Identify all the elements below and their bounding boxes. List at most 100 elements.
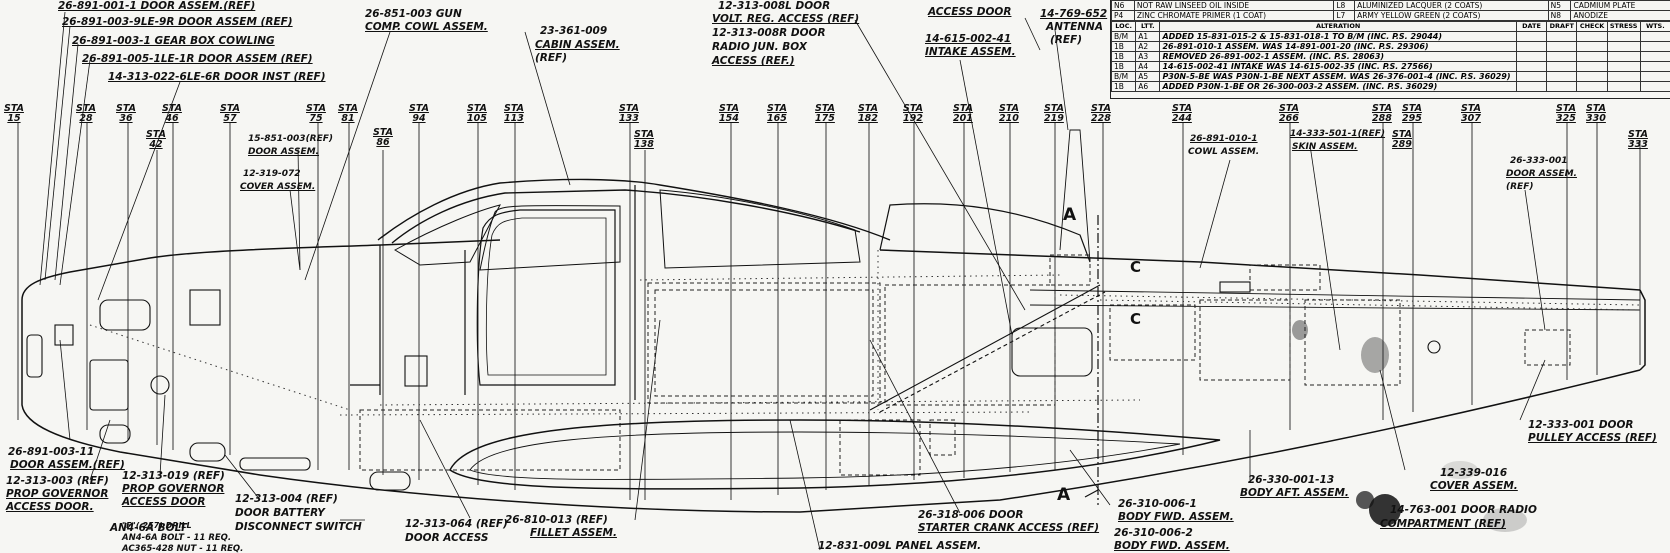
- alteration-cell: [1639, 41, 1670, 52]
- section-cut: [1084, 215, 1099, 505]
- finish-cell: ALUMINIZED LACQUER (2 COATS): [1354, 0, 1549, 11]
- finish-cell: ANODIZE: [1570, 10, 1670, 21]
- callout-label: 26-310-006-2: [1114, 527, 1193, 539]
- callout-label: BODY FWD. ASSEM.: [1114, 540, 1230, 552]
- callout-label: 12-313-008L DOOR: [718, 0, 831, 12]
- callout-label: ANTENNA: [1046, 21, 1103, 33]
- callout-label: DISCONNECT SWITCH: [235, 521, 362, 533]
- alteration-text: P30N-5-BE WAS P30N-1-BE NEXT ASSEM. WAS …: [1159, 71, 1517, 82]
- callout-label: ACCESS DOOR: [122, 496, 206, 508]
- callout-label: PROP GOVERNOR: [122, 483, 225, 495]
- alteration-text: REMOVED 26-891-002-1 ASSEM. (INC. P.S. 2…: [1159, 51, 1517, 62]
- callout-label: (REF): [535, 52, 568, 64]
- alteration-cell: A4: [1135, 61, 1161, 72]
- callout-label: BODY AFT. ASSEM.: [1240, 487, 1349, 499]
- finish-cell: NOT RAW LINSEED OIL INSIDE: [1133, 0, 1335, 11]
- callout-label: 23-361-009: [540, 25, 608, 37]
- callout-label: 14-763-001 DOOR RADIO: [1390, 504, 1537, 516]
- callout-label: 26-891-003-9LE-9R DOOR ASSEM (REF): [62, 16, 293, 28]
- alteration-header-cell: DRAFT: [1546, 21, 1578, 32]
- finish-cell: P4: [1111, 10, 1135, 21]
- section-mark-a-bottom: A: [1057, 485, 1071, 505]
- alteration-cell: B/M: [1110, 31, 1137, 42]
- cabin-door: [350, 185, 636, 400]
- callout-label: FILLET ASSEM.: [530, 527, 617, 539]
- alteration-cell: 1B: [1110, 41, 1137, 52]
- alteration-header-cell: LTT.: [1135, 21, 1161, 32]
- callout-label: AN4-6A BOLT - 11 REQ.: [122, 533, 232, 543]
- alteration-header-cell: LOC.: [1110, 21, 1137, 32]
- finish-cell: N5: [1547, 0, 1572, 11]
- alteration-cell: [1576, 31, 1608, 42]
- alteration-cell: [1515, 81, 1548, 92]
- alteration-cell: [1606, 61, 1641, 72]
- callout-label: DOOR BATTERY: [235, 507, 325, 519]
- alteration-cell: [1515, 31, 1548, 42]
- alteration-cell: B/M: [1110, 71, 1137, 82]
- leader-lines: [39, 11, 1546, 551]
- callout-label: STARTER CRANK ACCESS (REF): [918, 522, 1100, 534]
- section-mark-c-top: C: [1130, 258, 1142, 276]
- finish-cell: L8: [1333, 0, 1356, 11]
- callout-label: COVER ASSEM.: [1430, 480, 1518, 492]
- access-panels: [359, 254, 1571, 476]
- callout-label: PROP GOVERNOR: [6, 488, 109, 500]
- callout-label: 14-769-652: [1040, 8, 1108, 20]
- callout-label: "F"(.257) DRILL: [122, 521, 192, 530]
- callout-label: 12-313-019 (REF): [122, 470, 225, 482]
- callout-label: AN4-6A BOLT: [110, 522, 187, 534]
- finish-cell: N8: [1547, 10, 1572, 21]
- callout-label: 12-313-004 (REF): [235, 493, 338, 505]
- alteration-cell: [1639, 61, 1670, 72]
- callout-label: SKIN ASSEM.: [1292, 142, 1358, 152]
- alteration-header-cell: STRESS: [1606, 21, 1641, 32]
- callout-label: 26-810-013 (REF): [505, 514, 608, 526]
- alteration-cell: A1: [1135, 31, 1161, 42]
- callout-label: AC365-428 NUT - 11 REQ.: [122, 544, 244, 553]
- alteration-text: 14-615-002-41 INTAKE WAS 14-615-002-35 (…: [1159, 61, 1517, 72]
- callout-label: 26-318-006 DOOR: [918, 509, 1024, 521]
- dorsal-fairing: [879, 129, 1091, 263]
- callout-label: COVER ASSEM.: [240, 182, 316, 192]
- alteration-cell: [1546, 71, 1578, 82]
- alteration-cell: [1546, 41, 1578, 52]
- alteration-cell: [1606, 51, 1641, 62]
- callout-label: 26-333-001: [1510, 156, 1568, 166]
- alteration-cell: [1546, 31, 1578, 42]
- callout-label: 12-333-001 DOOR: [1528, 419, 1634, 431]
- alteration-cell: [1639, 31, 1670, 42]
- alteration-cell: A5: [1135, 71, 1161, 82]
- fuselage-outline: [21, 239, 1646, 513]
- alteration-cell: 1B: [1110, 81, 1137, 92]
- callout-label: ACCESS (REF.): [712, 55, 795, 67]
- wing-fillet: [449, 419, 1221, 490]
- callout-label: (REF): [1050, 34, 1083, 46]
- finish-cell: ARMY YELLOW GREEN (2 COATS): [1354, 10, 1549, 21]
- alteration-text: ADDED 15-831-015-2 & 15-831-018-1 TO B/M…: [1159, 31, 1517, 42]
- paper-stains: [1292, 320, 1527, 532]
- alteration-cell: [1515, 71, 1548, 82]
- alteration-cell: 1B: [1110, 51, 1137, 62]
- alteration-cell: [1606, 71, 1641, 82]
